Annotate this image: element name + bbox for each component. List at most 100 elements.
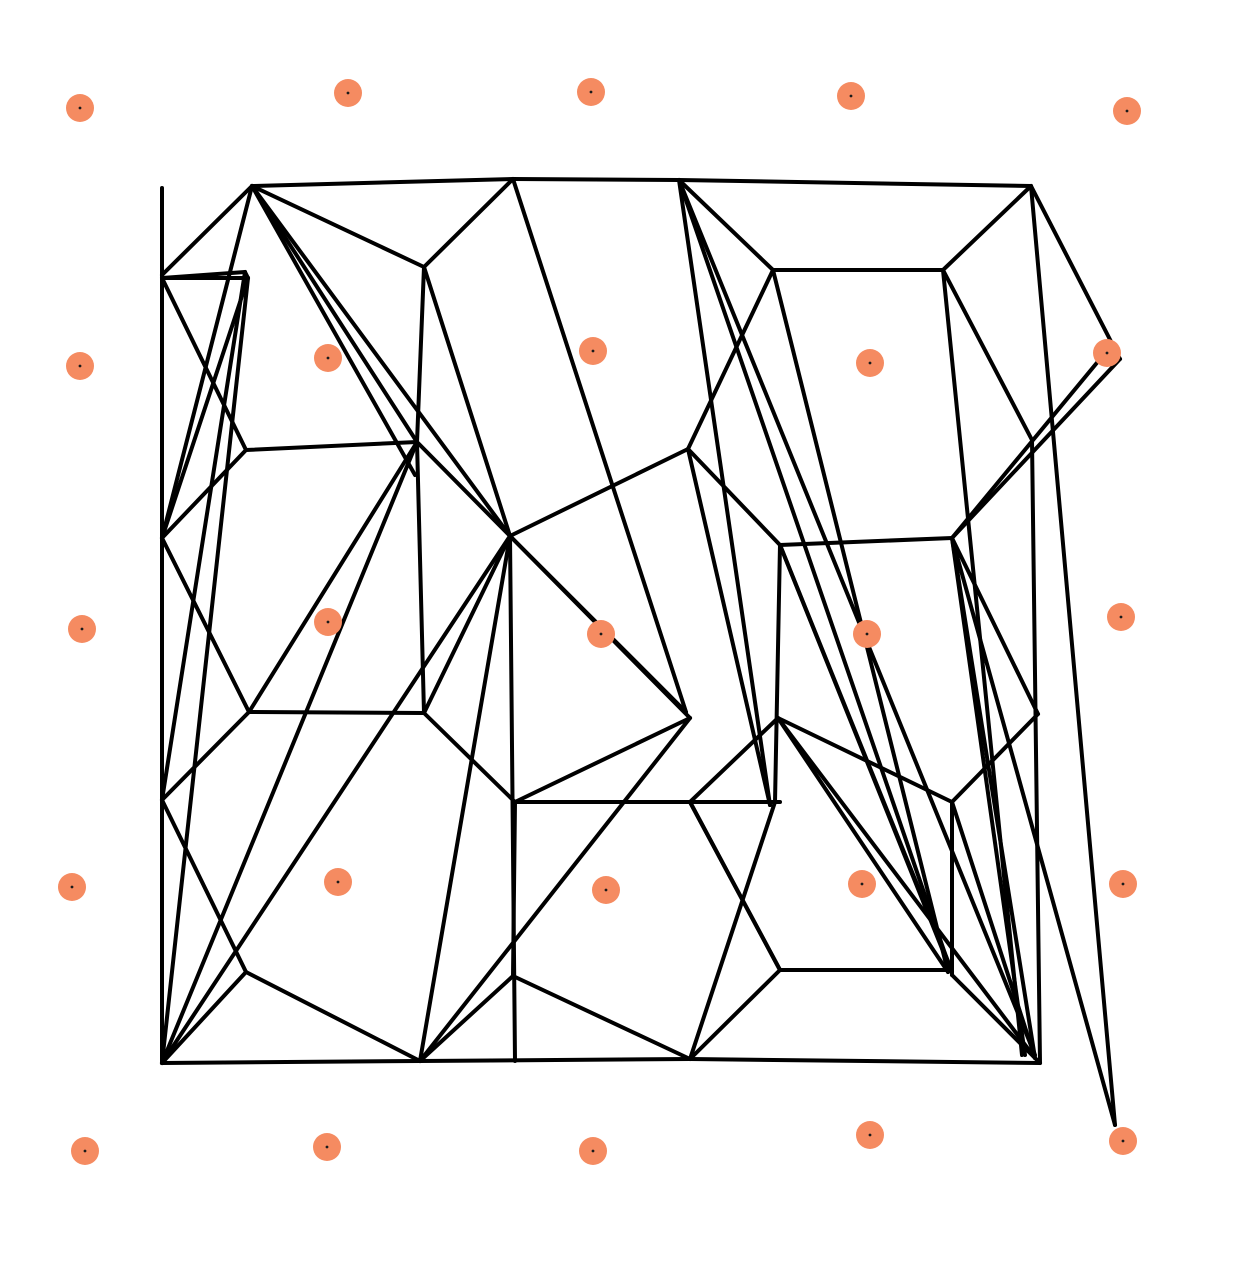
edge-line xyxy=(247,440,419,714)
edge-line xyxy=(160,440,419,1065)
edge-line xyxy=(160,184,254,277)
edge-line xyxy=(776,716,954,804)
edge-line xyxy=(508,447,690,538)
edge-line xyxy=(418,974,515,1063)
point-marker xyxy=(1107,603,1135,631)
edge-line xyxy=(160,970,248,1065)
point-center xyxy=(860,882,864,886)
edge-line xyxy=(688,800,782,972)
point-marker xyxy=(66,352,94,380)
edge-line xyxy=(160,1059,422,1065)
point-center xyxy=(80,627,84,631)
point-marker xyxy=(853,620,881,648)
edge-line xyxy=(250,184,419,444)
point-marker xyxy=(1109,1127,1137,1155)
edge-line xyxy=(950,351,1107,540)
edge-line xyxy=(250,177,515,188)
point-marker xyxy=(579,337,607,365)
point-center xyxy=(1119,615,1123,619)
point-center xyxy=(326,620,330,624)
edge-line xyxy=(160,184,254,540)
edge-line xyxy=(778,536,954,547)
edge-line xyxy=(677,178,1037,1057)
edge-line xyxy=(250,184,512,538)
edge-line xyxy=(677,178,775,272)
point-center xyxy=(1125,109,1129,113)
point-marker xyxy=(579,1137,607,1165)
point-center xyxy=(336,880,340,884)
edge-line xyxy=(160,276,250,540)
point-center xyxy=(868,361,872,365)
edge-line xyxy=(160,276,248,452)
point-marker xyxy=(837,82,865,110)
edge-line xyxy=(511,800,517,978)
point-marker xyxy=(313,1133,341,1161)
point-marker xyxy=(856,349,884,377)
edge-line xyxy=(247,710,426,715)
edge-line xyxy=(511,177,681,182)
point-center xyxy=(78,106,82,110)
point-center xyxy=(589,90,593,94)
edge-line xyxy=(950,357,1122,540)
point-marker xyxy=(58,873,86,901)
point-marker xyxy=(1113,97,1141,125)
edge-line xyxy=(688,800,777,1061)
point-center xyxy=(326,356,330,360)
point-center xyxy=(1105,351,1109,355)
edge-line xyxy=(422,177,515,269)
edge-line xyxy=(415,265,426,444)
edge-line xyxy=(950,800,1037,1060)
point-marker xyxy=(68,615,96,643)
point-marker xyxy=(314,608,342,636)
edge-line xyxy=(950,973,1042,1065)
edge-line xyxy=(950,712,1040,804)
point-marker xyxy=(71,1137,99,1165)
edge-line xyxy=(160,536,251,714)
edge-line xyxy=(244,440,419,452)
point-marker xyxy=(1109,870,1137,898)
edge-line xyxy=(160,448,248,540)
edge-line xyxy=(677,178,953,973)
edge-line xyxy=(511,974,692,1061)
point-center xyxy=(78,364,82,368)
edge-line xyxy=(773,543,782,804)
edge-line xyxy=(1030,438,1042,1065)
edge-line xyxy=(677,178,772,807)
edge-line xyxy=(941,268,1034,442)
point-marker xyxy=(587,620,615,648)
edge-line xyxy=(776,716,950,974)
edge-line xyxy=(686,447,772,807)
point-center xyxy=(849,94,853,98)
point-center xyxy=(1121,882,1125,886)
point-center xyxy=(325,1145,329,1149)
point-center xyxy=(604,888,608,892)
point-center xyxy=(599,632,603,636)
edge-line xyxy=(950,536,1117,1127)
edge-line xyxy=(422,534,512,715)
edge-line xyxy=(688,716,780,804)
edge-line xyxy=(941,184,1033,272)
edge-layer xyxy=(160,177,1122,1127)
edge-line xyxy=(415,440,512,538)
edge-line xyxy=(160,798,248,974)
edge-line xyxy=(677,178,1033,188)
point-center xyxy=(1121,1139,1125,1143)
edge-line xyxy=(508,534,517,1063)
edge-line xyxy=(244,970,422,1063)
edge-line xyxy=(422,711,517,804)
edge-line xyxy=(418,716,692,1063)
point-layer xyxy=(58,78,1141,1165)
edge-line xyxy=(688,968,782,1061)
edge-line xyxy=(688,1057,1042,1065)
edge-line xyxy=(250,184,426,269)
point-marker xyxy=(334,79,362,107)
point-center xyxy=(591,349,595,353)
edge-line xyxy=(1029,184,1122,361)
edge-line xyxy=(511,177,688,714)
edge-line xyxy=(1029,184,1117,1127)
edge-line xyxy=(160,534,512,1065)
edge-line xyxy=(778,543,954,973)
edge-line xyxy=(418,1057,692,1063)
